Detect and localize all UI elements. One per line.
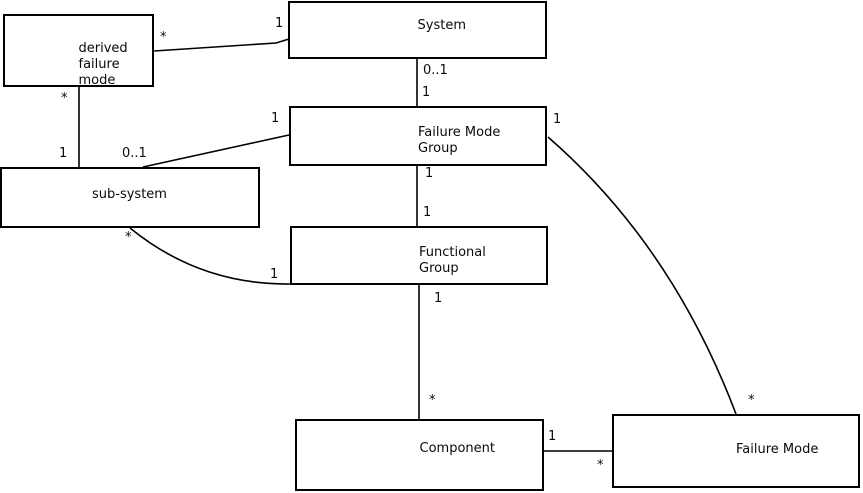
- class-box-label: System: [417, 18, 466, 33]
- class-box-label: Functional Group: [419, 245, 486, 276]
- multiplicity-functional-component-star: *: [429, 393, 436, 408]
- class-box-label: Failure Mode Group: [418, 125, 501, 156]
- multiplicity-system-fmg-zeroone: 0..1: [423, 63, 448, 78]
- multiplicity-derived-subsystem-one: 1: [59, 146, 68, 161]
- multiplicity-fmg-subsystem-one: 1: [271, 111, 280, 126]
- multiplicity-fmg-functional-one-bottom: 1: [423, 205, 432, 220]
- multiplicity-component-failuremode-star: *: [597, 458, 604, 473]
- multiplicity-fmg-functional-one-top: 1: [425, 166, 434, 181]
- multiplicity-derived-system-star: *: [160, 30, 167, 45]
- class-box-label: Failure Mode: [736, 442, 819, 457]
- multiplicity-fmg-failuremode-star: *: [748, 393, 755, 408]
- multiplicity-component-failuremode-one: 1: [548, 429, 557, 444]
- class-box-sub-system: sub-system: [0, 167, 260, 228]
- edge-fmg-failuremode-line: [547, 136, 737, 415]
- class-box-failure-mode: Failure Mode: [612, 414, 860, 488]
- multiplicity-subsystem-functional-star: *: [125, 230, 132, 245]
- edge-derived-system-line: [153, 38, 290, 52]
- class-box-derived-failure-mode: derived failure mode: [3, 14, 154, 88]
- class-box-label: sub-system: [92, 187, 167, 202]
- multiplicity-derived-system-one: 1: [275, 16, 284, 31]
- class-box-system: System: [288, 1, 547, 59]
- multiplicity-fmg-subsystem-zeroone: 0..1: [122, 146, 147, 161]
- class-box-functional-group: Functional Group: [290, 226, 548, 285]
- class-box-label: derived failure mode: [78, 41, 128, 88]
- edge-fmg-subsystem-line: [142, 134, 290, 168]
- class-box-failure-mode-group: Failure Mode Group: [289, 106, 547, 166]
- class-box-component: Component: [295, 419, 544, 491]
- edge-subsystem-functional-line: [129, 227, 291, 285]
- multiplicity-fmg-failuremode-one: 1: [553, 112, 562, 127]
- multiplicity-subsystem-functional-one: 1: [270, 267, 279, 282]
- multiplicity-system-fmg-one: 1: [422, 85, 431, 100]
- multiplicity-derived-subsystem-star: *: [61, 91, 68, 106]
- multiplicity-functional-component-one: 1: [434, 291, 443, 306]
- class-box-label: Component: [419, 441, 495, 456]
